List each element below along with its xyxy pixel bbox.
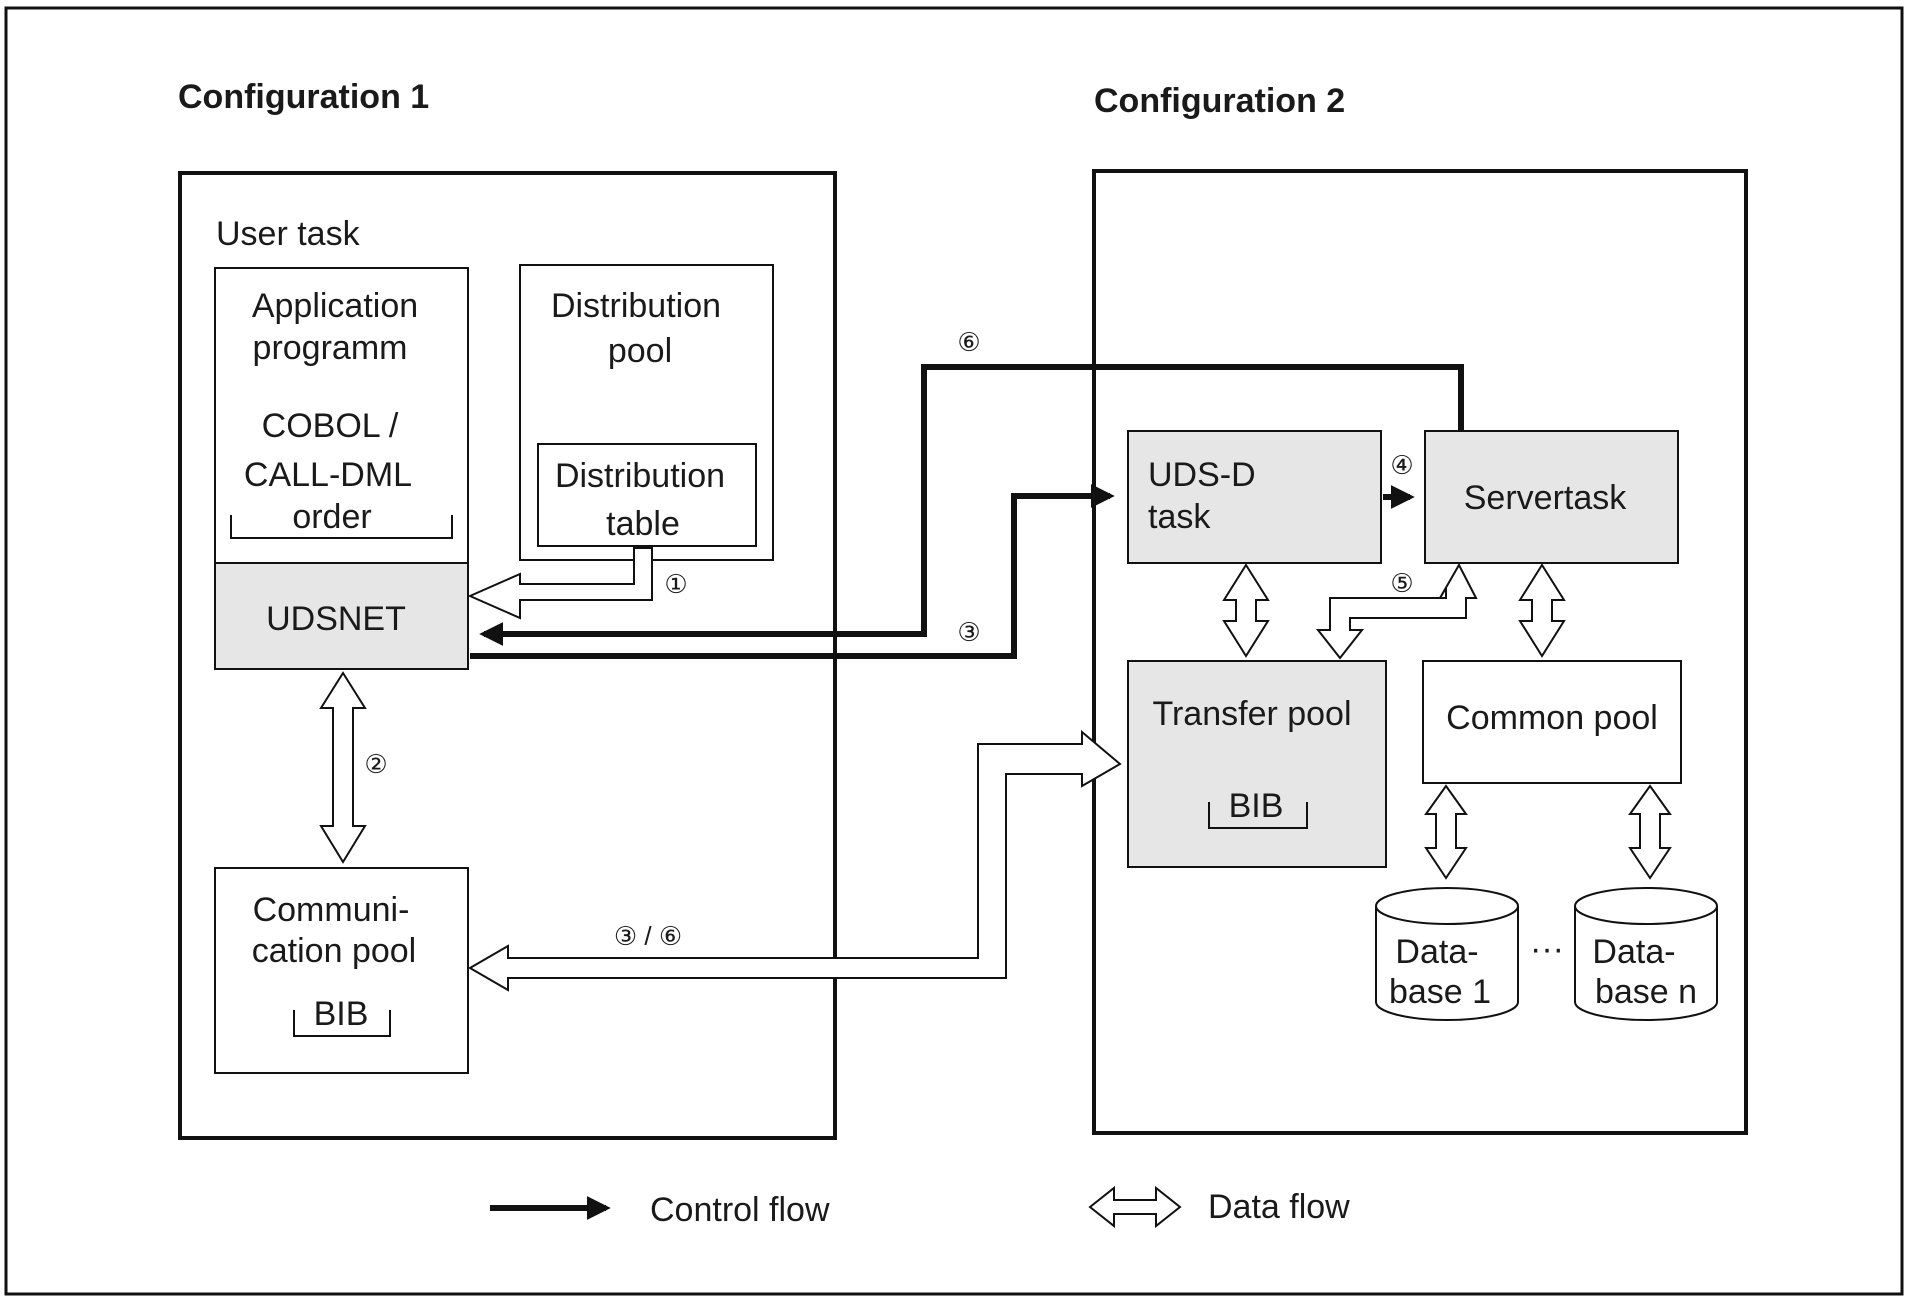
step-1-marker: ① (664, 569, 687, 599)
servertask-label: Servertask (1464, 479, 1627, 517)
distribution-pool-line-1: Distribution (551, 287, 721, 325)
common-pool-box (1422, 660, 1682, 784)
database-1 (1375, 887, 1519, 1021)
transfer-pool-label: Transfer pool (1152, 695, 1351, 733)
distribution-table-line-2: table (606, 505, 680, 543)
step-3-marker: ③ (957, 617, 980, 647)
legend-data-flow-arrow (1088, 1185, 1182, 1229)
data-flow-uds-d-transfer (1222, 563, 1270, 658)
data-flow-arrow-5 (1315, 562, 1478, 660)
communication-pool-line-2: cation pool (252, 932, 416, 970)
communication-pool-bib: BIB (314, 995, 369, 1033)
configuration-1-title: Configuration 1 (178, 78, 429, 116)
step-2-marker: ② (364, 749, 387, 779)
distribution-table-line-1: Distribution (555, 457, 725, 495)
common-pool-label: Common pool (1446, 699, 1658, 737)
database-n-line-2: base n (1595, 973, 1697, 1011)
database-n (1574, 887, 1718, 1021)
communication-pool-box (214, 867, 469, 1074)
database-1-line-1: Data- (1395, 933, 1478, 971)
step-3-6-marker: ③ / ⑥ (614, 921, 682, 951)
control-flow-3 (470, 484, 1115, 659)
application-program-line-5: order (292, 498, 371, 536)
application-program-box (214, 267, 469, 564)
data-flow-arrow-2 (319, 671, 367, 864)
control-flow-6 (479, 364, 1464, 646)
udsnet-box (214, 562, 469, 670)
application-program-line-3: COBOL / (262, 407, 399, 445)
configuration-2-title: Configuration 2 (1094, 82, 1345, 120)
data-flow-common-dbn (1628, 784, 1672, 880)
transfer-bib-bracket (1208, 802, 1308, 829)
transfer-pool-box (1127, 660, 1387, 868)
data-flow-servertask-common (1518, 563, 1566, 658)
data-flow-arrow-3-6 (468, 729, 1122, 992)
distribution-table-box (537, 443, 757, 547)
step-4-marker: ④ (1390, 450, 1413, 480)
uds-d-task-line-1: UDS-D (1148, 456, 1256, 494)
legend-data-flow-label: Data flow (1208, 1188, 1350, 1226)
outer-frame (4, 6, 1904, 1296)
order-bracket (230, 515, 453, 539)
communication-pool-line-1: Communi- (253, 891, 410, 929)
uds-d-task-box (1127, 430, 1382, 564)
step-6-marker: ⑥ (957, 327, 980, 357)
data-flow-arrow-1 (467, 547, 653, 620)
servertask-box (1424, 430, 1679, 564)
application-program-line-1: Application (252, 287, 418, 325)
user-task-label: User task (216, 215, 361, 253)
udsnet-label: UDSNET (266, 600, 406, 638)
database-n-line-1: Data- (1592, 933, 1675, 971)
application-program-line-4: CALL-DML (244, 456, 412, 494)
transfer-pool-bib: BIB (1229, 787, 1284, 825)
communication-bib-bracket (293, 1010, 391, 1037)
application-program-line-2: programm (253, 329, 408, 367)
data-flow-common-db1 (1424, 784, 1468, 880)
configuration-2-box (1092, 169, 1748, 1135)
uds-d-task-line-2: task (1148, 498, 1211, 536)
legend-control-flow-label: Control flow (650, 1191, 830, 1229)
step-5-marker: ⑤ (1390, 568, 1413, 598)
distribution-pool-line-2: pool (608, 332, 672, 370)
database-ellipsis: ··· (1530, 930, 1564, 968)
database-1-line-2: base 1 (1389, 973, 1491, 1011)
